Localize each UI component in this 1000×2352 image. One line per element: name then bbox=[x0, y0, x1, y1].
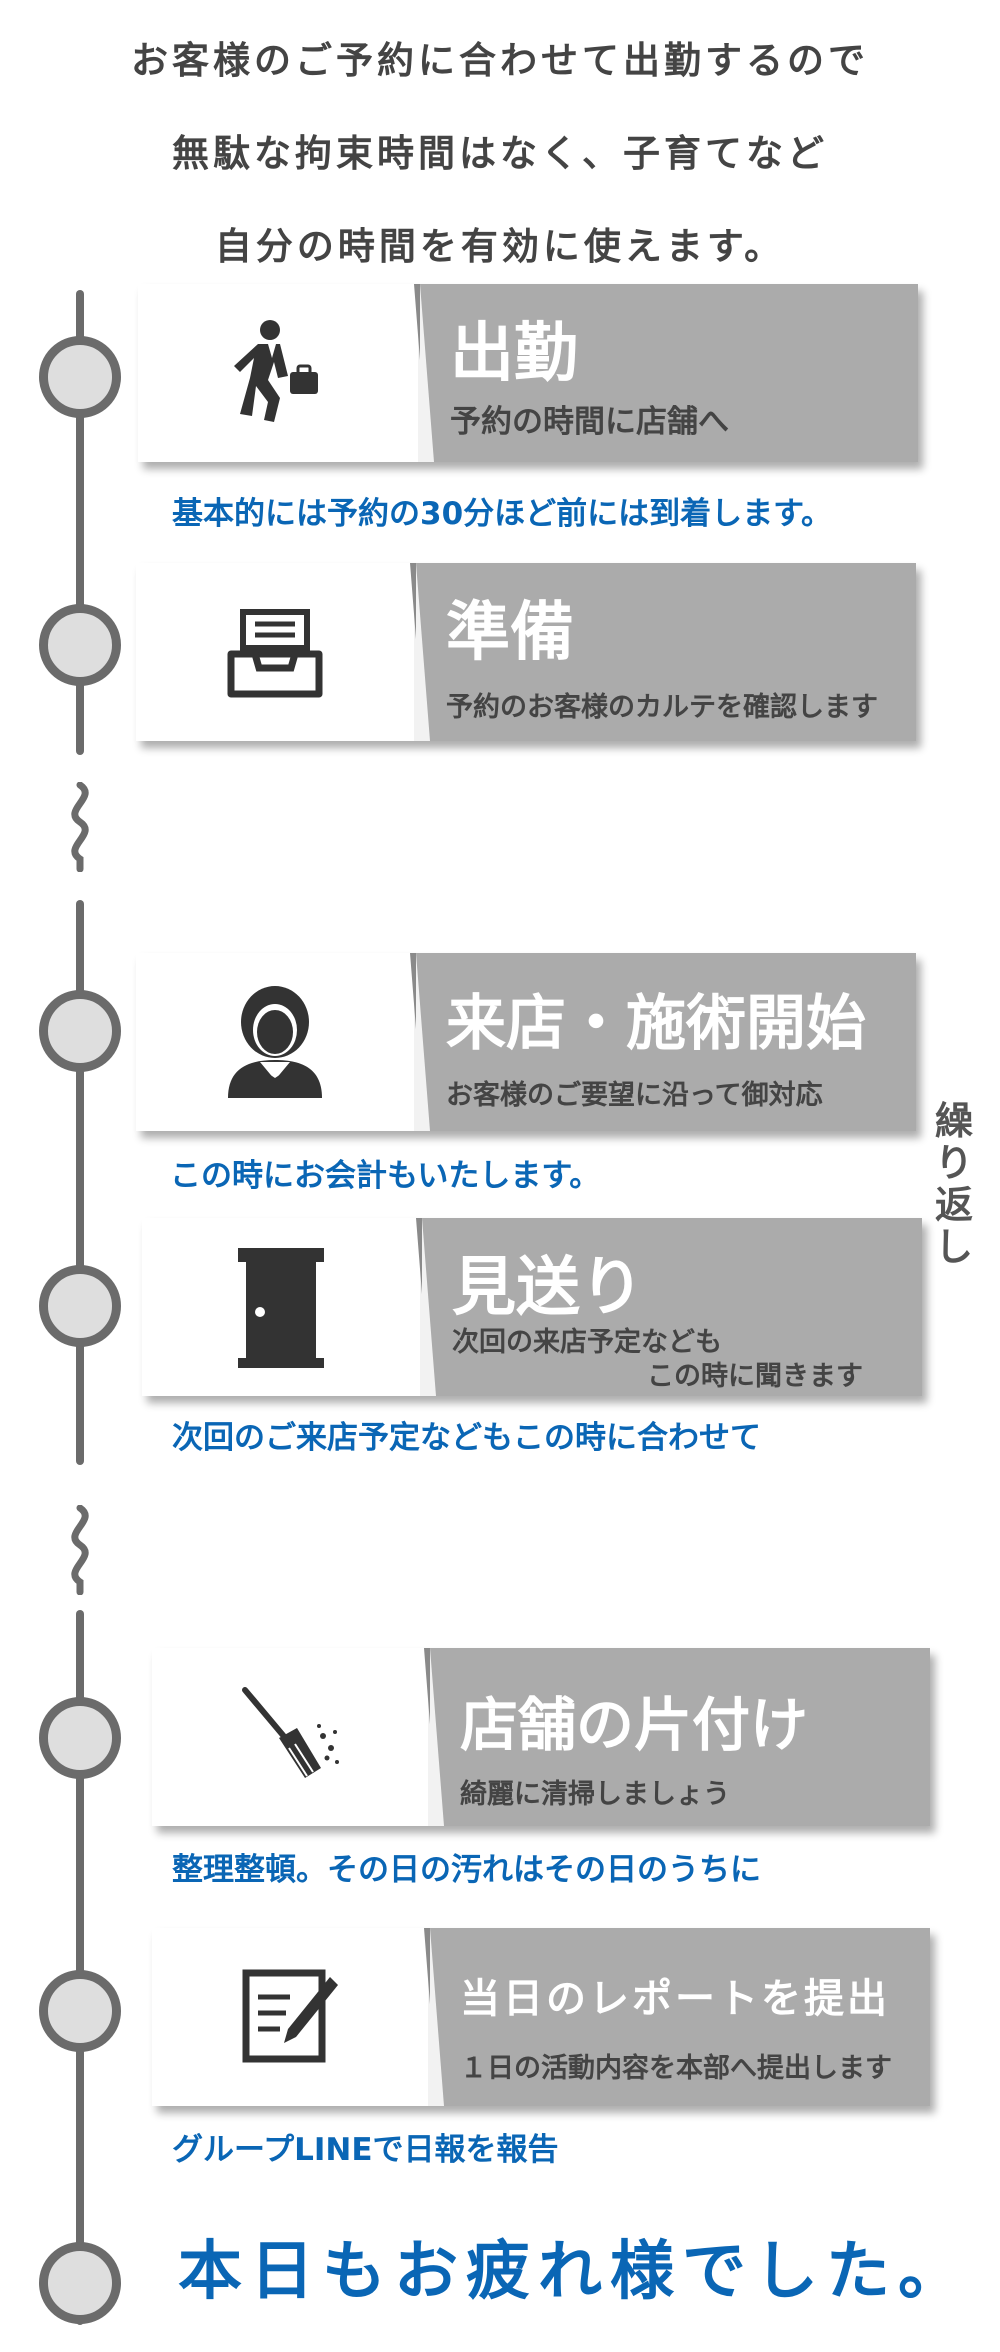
timeline-node-6 bbox=[39, 1970, 121, 2052]
step-card-4: 見送り 次回の来店予定なども この時に聞きます bbox=[142, 1218, 922, 1396]
businessman-walking-icon bbox=[234, 320, 318, 422]
intro-text: お客様のご予約に合わせて出勤するので 無駄な拘束時間はなく、子育てなど 自分の時… bbox=[0, 14, 1000, 293]
step-subtitle: 予約の時間に店舗へ bbox=[450, 404, 729, 440]
intro-line-1: お客様のご予約に合わせて出勤するので bbox=[131, 39, 869, 82]
step-card-6: 当日のレポートを提出 １日の活動内容を本部へ提出します bbox=[152, 1928, 930, 2106]
step-label-area: 店舗の片付け 綺麗に清掃しましょう bbox=[430, 1648, 930, 1826]
step-subtitle: １日の活動内容を本部へ提出します bbox=[460, 2053, 892, 2084]
customer-person-icon bbox=[228, 986, 322, 1098]
step-title: 当日のレポートを提出 bbox=[460, 1976, 890, 2022]
step-icon-area bbox=[142, 1218, 420, 1396]
step-note-3: この時にお会計もいたします。 bbox=[170, 1158, 601, 1194]
repeat-char: 繰 bbox=[934, 1099, 973, 1143]
squiggle-break-icon-2 bbox=[71, 1505, 89, 1595]
step-label-area: 見送り 次回の来店予定なども この時に聞きます bbox=[422, 1218, 922, 1396]
step-icon-area bbox=[138, 284, 418, 462]
step-title: 出勤 bbox=[450, 317, 578, 391]
timeline-line-1 bbox=[76, 290, 84, 755]
door-icon bbox=[238, 1248, 324, 1368]
step-icon-area bbox=[152, 1928, 428, 2106]
step-card-5: 店舗の片付け 綺麗に清掃しましょう bbox=[152, 1648, 930, 1826]
inbox-tray-icon bbox=[227, 609, 323, 698]
step-title: 店舗の片付け bbox=[460, 1691, 809, 1759]
step-icon-area bbox=[136, 563, 414, 741]
step-card-2: 準備 予約のお客様のカルテを確認します bbox=[136, 563, 916, 741]
broom-icon bbox=[242, 1687, 339, 1778]
step-label-area: 出勤 予約の時間に店舗へ bbox=[420, 284, 918, 462]
final-message: 本日もお疲れ様でした。 bbox=[178, 2235, 970, 2309]
step-icon-area bbox=[136, 953, 414, 1131]
step-label-area: 来店・施術開始 お客様のご要望に沿って御対応 bbox=[416, 953, 916, 1131]
step-title: 来店・施術開始 bbox=[446, 989, 866, 1059]
step-note-4: 次回のご来店予定などもこの時に合わせて bbox=[172, 1420, 761, 1456]
timeline-node-4 bbox=[39, 1265, 121, 1347]
step-note-1: 基本的には予約の30分ほど前には到着します。 bbox=[172, 496, 833, 532]
timeline-node-3 bbox=[39, 990, 121, 1072]
repeat-label: 繰 り 返 し bbox=[934, 1100, 974, 1268]
step-title: 準備 bbox=[446, 596, 574, 670]
squiggle-break-icon-1 bbox=[71, 782, 89, 872]
timeline-node-2 bbox=[39, 604, 121, 686]
intro-line-3: 自分の時間を有効に使えます。 bbox=[214, 225, 786, 268]
step-label-area: 当日のレポートを提出 １日の活動内容を本部へ提出します bbox=[430, 1928, 930, 2106]
timeline-line-3 bbox=[76, 1610, 84, 2325]
intro-line-2: 無駄な拘束時間はなく、子育てなど bbox=[172, 132, 828, 175]
step-subtitle-2: この時に聞きます bbox=[647, 1361, 863, 1392]
step-note-5: 整理整頓。その日の汚れはその日のうちに bbox=[172, 1852, 761, 1888]
step-note-6: グループLINEで日報を報告 bbox=[172, 2132, 559, 2168]
step-subtitle: 予約のお客様のカルテを確認します bbox=[446, 692, 878, 723]
repeat-char: し bbox=[934, 1225, 973, 1269]
step-title: 見送り bbox=[452, 1251, 644, 1325]
report-writing-icon bbox=[242, 1969, 338, 2063]
timeline-node-7 bbox=[39, 2242, 121, 2324]
step-subtitle: 次回の来店予定なども bbox=[452, 1327, 722, 1358]
timeline-line-2 bbox=[76, 900, 84, 1465]
step-subtitle: お客様のご要望に沿って御対応 bbox=[446, 1080, 823, 1111]
timeline-node-5 bbox=[39, 1697, 121, 1779]
repeat-char: 返 bbox=[934, 1183, 973, 1227]
step-card-1: 出勤 予約の時間に店舗へ bbox=[138, 284, 918, 462]
step-label-area: 準備 予約のお客様のカルテを確認します bbox=[416, 563, 916, 741]
step-card-3: 来店・施術開始 お客様のご要望に沿って御対応 bbox=[136, 953, 916, 1131]
repeat-char: り bbox=[934, 1141, 973, 1185]
step-icon-area bbox=[152, 1648, 428, 1826]
step-subtitle: 綺麗に清掃しましょう bbox=[460, 1779, 730, 1810]
timeline-node-1 bbox=[39, 336, 121, 418]
